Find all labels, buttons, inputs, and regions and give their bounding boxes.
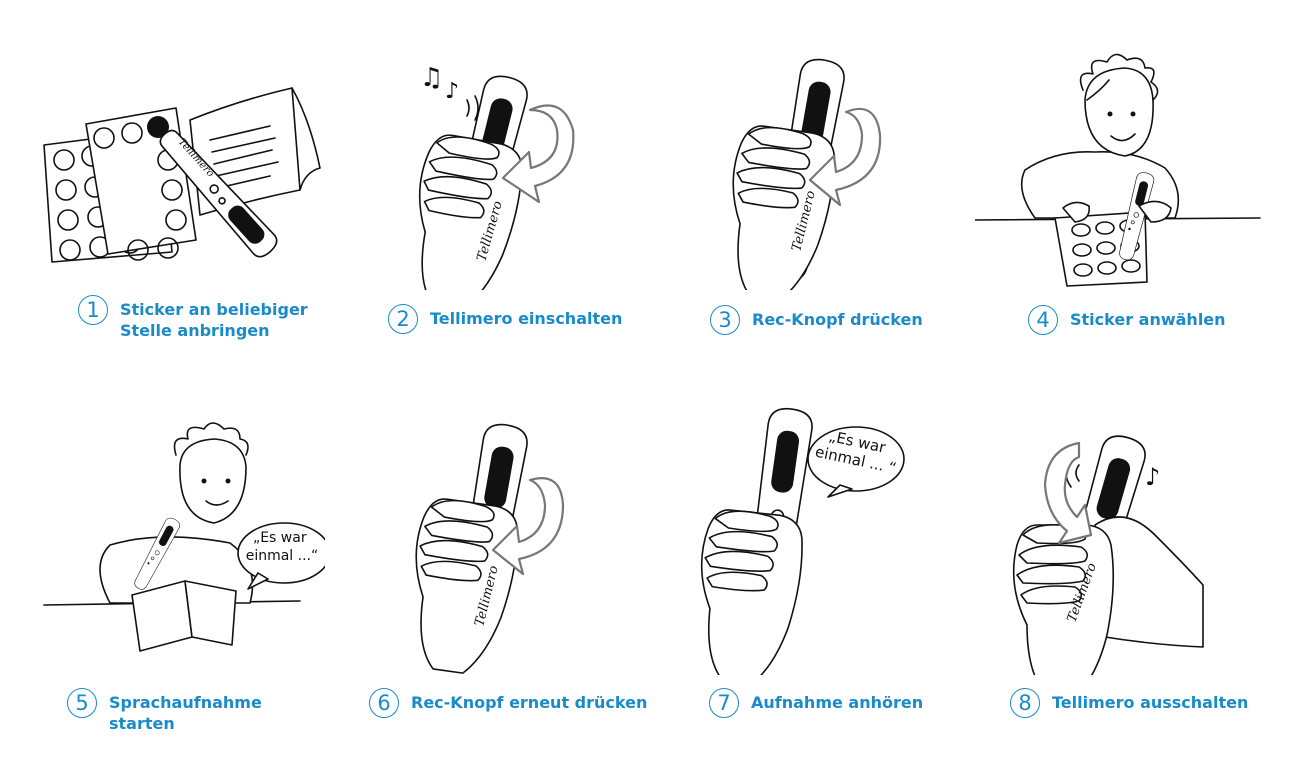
step-caption: 3 Rec-Knopf drücken xyxy=(710,305,923,335)
step-caption: 5 Sprachaufnahme starten xyxy=(67,688,325,734)
step-label-5: Sprachaufnahme starten xyxy=(109,693,262,733)
pen-power-off-icon: ♪ Tellimero xyxy=(1012,430,1204,675)
step-number-7: 7 xyxy=(709,688,739,718)
boy-selecting-sticker-icon xyxy=(975,53,1261,287)
step-label-2: Tellimero einschalten xyxy=(430,309,623,328)
svg-text:♫: ♫ xyxy=(420,63,443,93)
step-2: ♫ ♪ Tellimero 2 Tellimero einschalten xyxy=(325,0,650,385)
svg-text:♪: ♪ xyxy=(445,79,459,104)
step-number-6: 6 xyxy=(369,688,399,718)
pen-playback-icon: „Es war einmal ... “ xyxy=(688,405,905,675)
step-number-3: 3 xyxy=(710,305,740,335)
step-5: „Es war einmal ...“ 5 Sprachaufnahme sta… xyxy=(0,385,325,770)
step-caption: 8 Tellimero ausschalten xyxy=(1010,688,1249,718)
step-label-8: Tellimero ausschalten xyxy=(1052,693,1249,712)
speech-bubble-5: „Es war einmal ...“ xyxy=(246,530,319,564)
step-number-8: 8 xyxy=(1010,688,1040,718)
step-3: Tellimero 3 Rec-Knopf drücken xyxy=(650,0,975,385)
step-1: Tellimero 1 Sticker an beliebiger Stelle… xyxy=(0,0,325,385)
step-caption: 1 Sticker an beliebiger Stelle anbringen xyxy=(78,295,308,341)
step-6: Tellimero 6 Rec-Knopf erneut drücken xyxy=(325,385,650,770)
sticker-sheets-pen-icon: Tellimero xyxy=(43,87,321,263)
step-label-1: Sticker an beliebiger Stelle anbringen xyxy=(120,300,308,340)
pen-power-on-icon: ♫ ♪ Tellimero xyxy=(399,63,575,290)
step-4: 4 Sticker anwählen xyxy=(975,0,1300,385)
step-caption: 7 Aufnahme anhören xyxy=(709,688,924,718)
boy-recording-voice-icon: „Es war einmal ...“ xyxy=(43,422,325,652)
step-label-4: Sticker anwählen xyxy=(1070,310,1226,329)
pen-rec-button-icon: Tellimero xyxy=(716,55,882,290)
step-caption: 6 Rec-Knopf erneut drücken xyxy=(369,688,648,718)
step-caption: 2 Tellimero einschalten xyxy=(388,304,623,334)
step-label-7: Aufnahme anhören xyxy=(751,693,924,712)
step-8: ♪ Tellimero 8 Tellimero ausschalten xyxy=(975,385,1300,770)
step-caption: 4 Sticker anwählen xyxy=(1028,305,1226,335)
svg-text:♪: ♪ xyxy=(1145,463,1160,491)
step-number-5: 5 xyxy=(67,688,97,718)
step-number-1: 1 xyxy=(78,295,108,325)
step-label-3: Rec-Knopf drücken xyxy=(752,310,923,329)
step-label-6: Rec-Knopf erneut drücken xyxy=(411,693,648,712)
pen-rec-button-again-icon: Tellimero xyxy=(399,420,565,675)
step-7: „Es war einmal ... “ 7 Aufnahme anhören xyxy=(650,385,975,770)
step-number-4: 4 xyxy=(1028,305,1058,335)
step-number-2: 2 xyxy=(388,304,418,334)
